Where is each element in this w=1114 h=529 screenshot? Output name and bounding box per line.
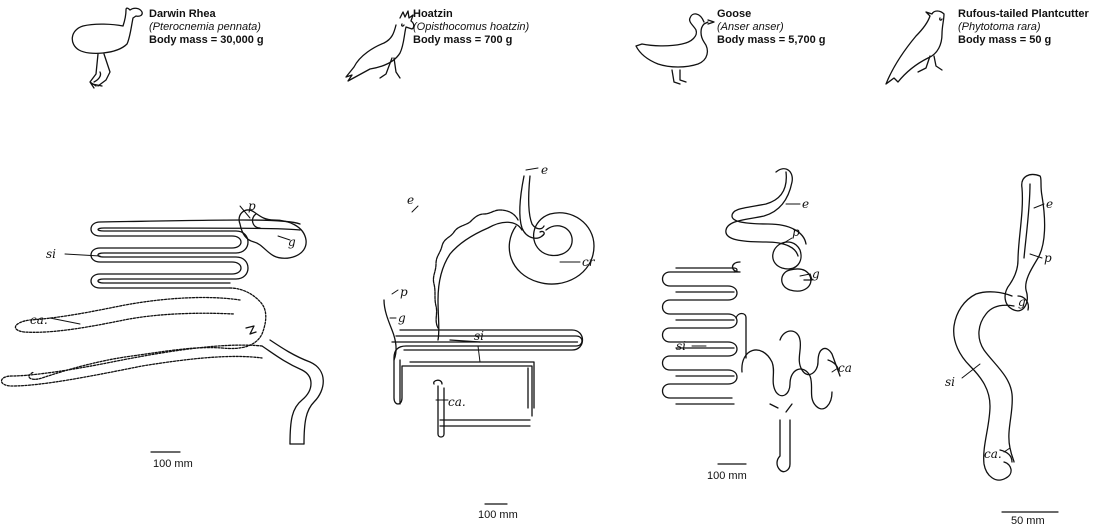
goose-silhouette-icon (636, 14, 714, 84)
hoatzin-label-e2: e (407, 193, 414, 207)
plantcutter-labels: e p g si ca. (945, 197, 1053, 461)
hoatzin-label-e: e (541, 163, 548, 177)
goose-label-e: e (802, 197, 809, 211)
plantcutter-label-p: p (1044, 251, 1052, 265)
rhea-label-g: g (288, 235, 296, 249)
hoatzin-silhouette-icon (346, 11, 414, 81)
hoatzin-label-g: g (398, 311, 406, 325)
hoatzin-labels: e e cr p g si ca. (398, 163, 596, 409)
goose-leader-lines (692, 204, 838, 372)
hoatzin-digestive-tract (384, 176, 594, 437)
plantcutter-leader-lines (962, 204, 1044, 452)
goose-label-ca: ca (838, 361, 852, 375)
hoatzin-label-si: si (474, 329, 484, 343)
rhea-digestive-tract (2, 210, 324, 444)
rhea-leader-lines (50, 206, 290, 324)
hoatzin-label-cr: cr (582, 255, 596, 269)
goose-label-si: si (676, 339, 686, 353)
hoatzin-label-p: p (400, 285, 408, 299)
plantcutter-label-g: g (1018, 295, 1026, 309)
plantcutter-label-ca: ca. (984, 447, 1002, 461)
goose-digestive-tract (663, 169, 841, 472)
rhea-label-si: si (46, 247, 56, 261)
plantcutter-label-si: si (945, 375, 955, 389)
rhea-label-ca: ca. (30, 313, 48, 327)
goose-label-g: g (812, 267, 820, 281)
hoatzin-label-ca: ca. (448, 395, 466, 409)
plantcutter-digestive-tract (954, 175, 1045, 481)
rhea-silhouette-icon (72, 8, 142, 88)
rhea-labels: si ca. p g (30, 199, 296, 327)
plantcutter-silhouette-icon (886, 11, 944, 84)
rhea-label-p: p (248, 199, 256, 213)
goose-label-p: p (792, 225, 800, 239)
plantcutter-label-e: e (1046, 197, 1053, 211)
